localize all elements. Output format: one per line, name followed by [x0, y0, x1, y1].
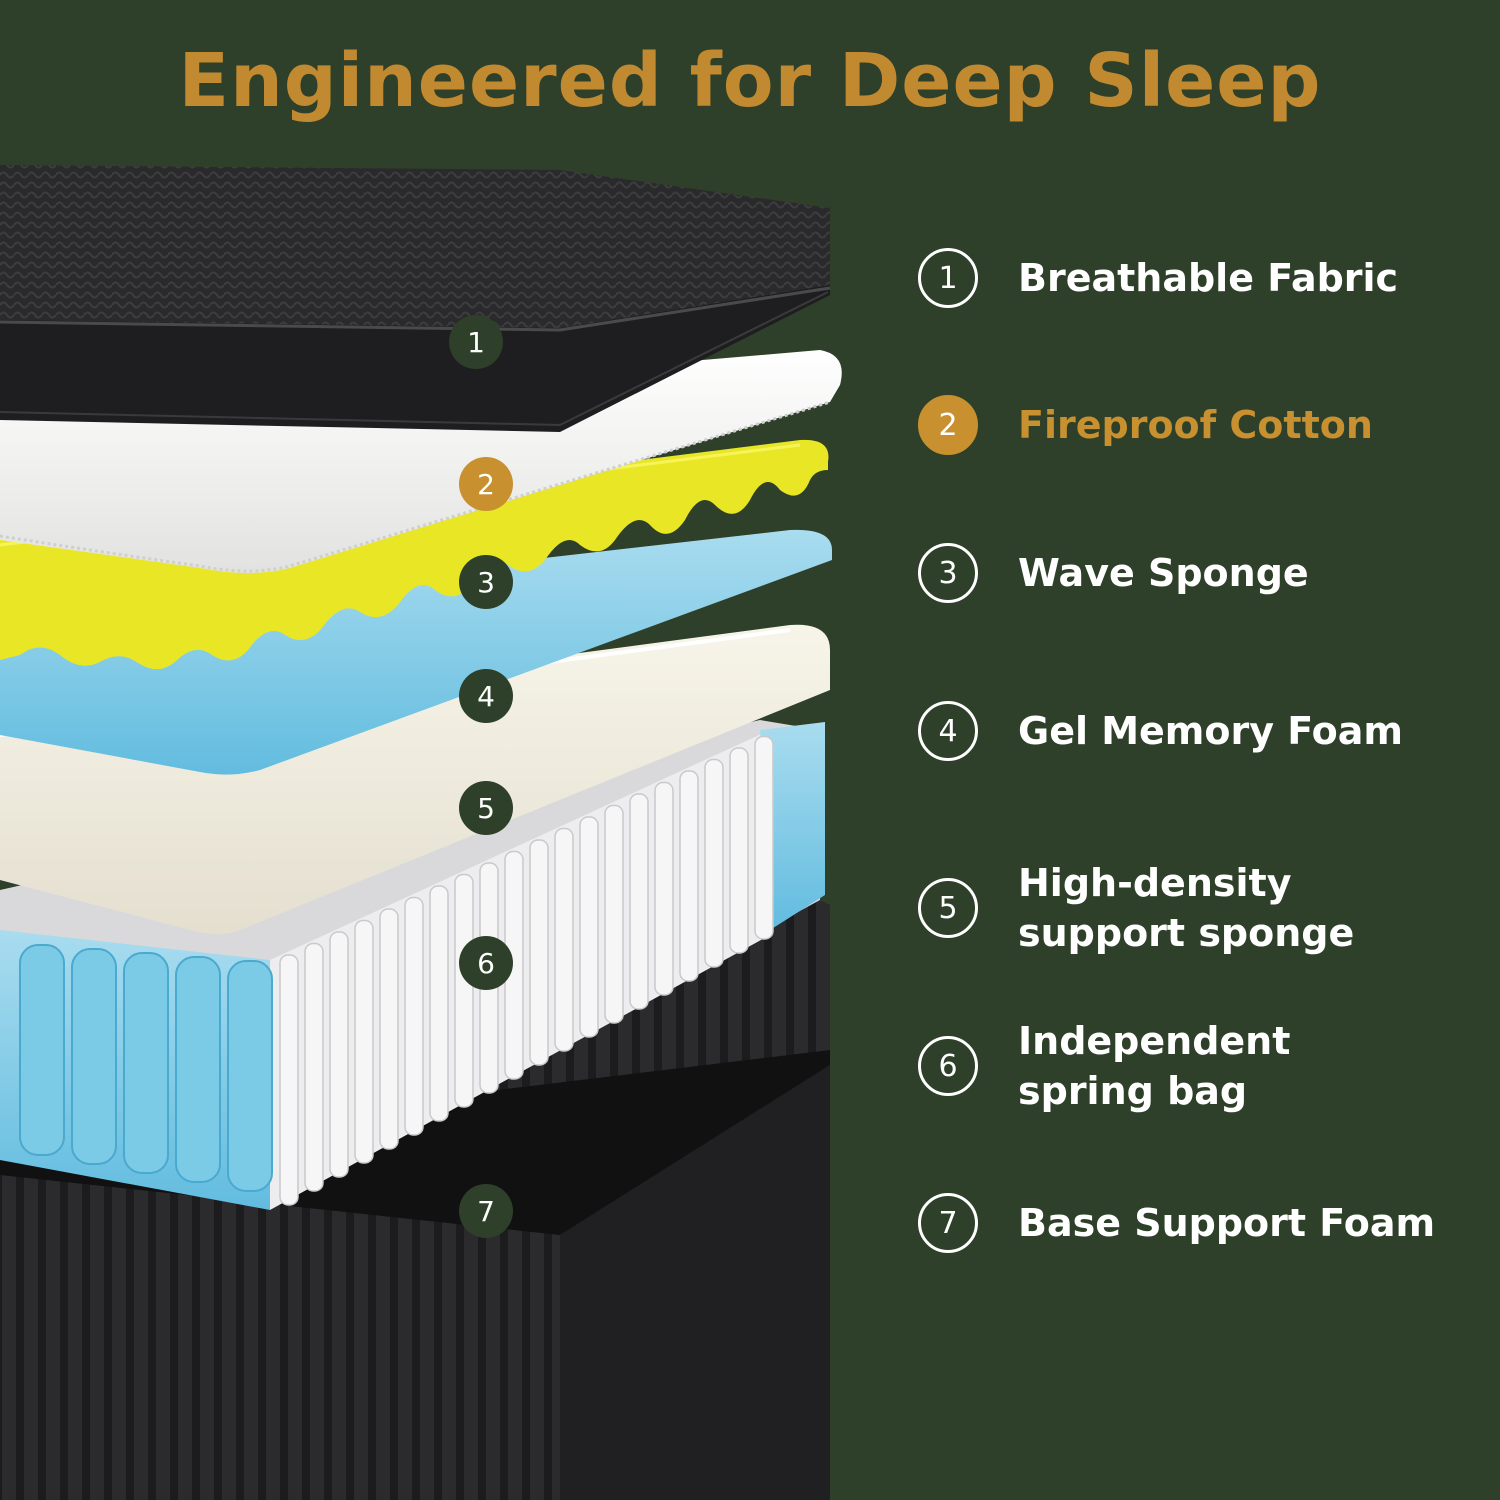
legend-item-fireproof-cotton: 2 Fireproof Cotton [918, 395, 1478, 455]
legend-number: 3 [918, 543, 978, 603]
spring-pocket [429, 885, 449, 1122]
legend-number: 7 [918, 1193, 978, 1253]
spring-pocket [304, 942, 324, 1192]
spring-pocket [554, 827, 574, 1052]
layer-6-spring-bag [0, 720, 825, 1210]
layer-1-breathable-fabric [0, 165, 831, 432]
layer-marker-7: 7 [459, 1184, 513, 1238]
layer-marker-1: 1 [449, 315, 503, 369]
legend-item-support-sponge: 5 High-density support sponge [918, 858, 1478, 958]
legend-number: 5 [918, 878, 978, 938]
page-title: Engineered for Deep Sleep [178, 38, 1322, 124]
spring-pocket [679, 770, 699, 982]
legend-number: 1 [918, 248, 978, 308]
spring-pocket [629, 793, 649, 1010]
spring-pocket [354, 919, 374, 1164]
spring-pocket [329, 931, 349, 1178]
layer-marker-6: 6 [459, 936, 513, 990]
spring-pocket [123, 952, 169, 1174]
spring-pocket [175, 956, 221, 1183]
spring-pocket [71, 948, 117, 1165]
legend-item-breathable-fabric: 1 Breathable Fabric [918, 248, 1478, 308]
layer-marker-4: 4 [459, 669, 513, 723]
layer-marker-3: 3 [459, 555, 513, 609]
spring-pocket [604, 804, 624, 1024]
spring-pocket [379, 908, 399, 1150]
legend-number: 4 [918, 701, 978, 761]
legend-label: High-density support sponge [1018, 861, 1355, 955]
legend-label: Gel Memory Foam [1018, 709, 1404, 753]
legend-label: Wave Sponge [1018, 551, 1309, 595]
spring-pocket [19, 944, 65, 1156]
legend-item-gel-memory-foam: 4 Gel Memory Foam [918, 701, 1478, 761]
spring-pocket [529, 839, 549, 1066]
spring-pocket [729, 747, 749, 954]
spring-pocket [227, 960, 273, 1192]
spring-pocket [279, 954, 299, 1206]
legend-label: Fireproof Cotton [1018, 403, 1373, 447]
legend-item-wave-sponge: 3 Wave Sponge [918, 543, 1478, 603]
legend-number: 6 [918, 1036, 978, 1096]
legend-label: Breathable Fabric [1018, 256, 1399, 300]
legend-item-spring-bag: 6 Independent spring bag [918, 1016, 1478, 1116]
spring-pocket [579, 816, 599, 1038]
layer-marker-2: 2 [459, 457, 513, 511]
layer-4-gel-memory-foam [0, 529, 832, 775]
spring-pocket [454, 873, 474, 1108]
legend-label: Independent spring bag [1018, 1019, 1291, 1113]
spring-pocket [654, 781, 674, 996]
legend-number: 2 [918, 395, 978, 455]
legend-label: Base Support Foam [1018, 1201, 1436, 1245]
spring-pocket [704, 758, 724, 968]
layer-marker-5: 5 [459, 781, 513, 835]
spring-pocket [754, 735, 774, 940]
spring-pocket [404, 896, 424, 1136]
spring-columns [19, 735, 774, 1206]
legend-item-base-support-foam: 7 Base Support Foam [918, 1193, 1478, 1253]
